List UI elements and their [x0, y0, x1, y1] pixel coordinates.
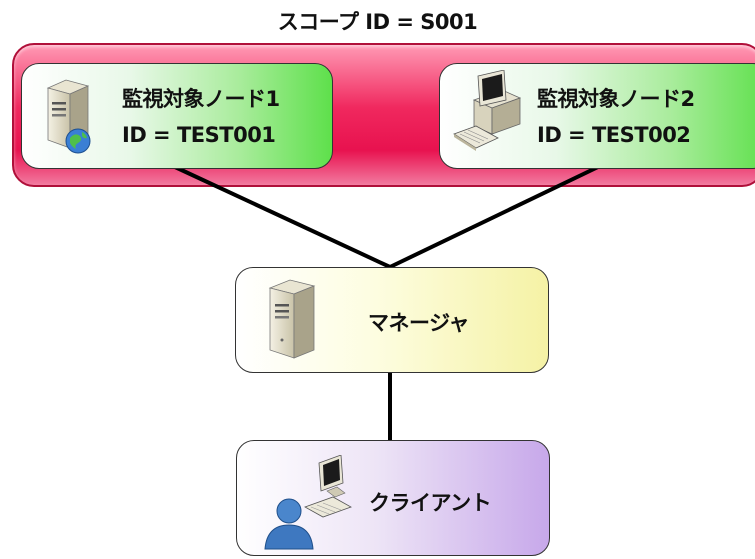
client-box[interactable]: クライアント [236, 440, 550, 556]
link-node1-manager [174, 165, 391, 269]
client-label: クライアント [369, 491, 492, 515]
desktop-pc-icon [453, 70, 522, 151]
node1-name: 監視対象ノード1 [122, 87, 280, 111]
scope-title: スコープ ID = S001 [277, 10, 478, 34]
node1-id: ID = TEST001 [122, 123, 276, 147]
link-node2-manager [389, 165, 599, 269]
node2-id: ID = TEST002 [537, 123, 691, 147]
monitored-node-1[interactable]: 監視対象ノード1 ID = TEST001 [21, 63, 333, 169]
server-icon [268, 279, 316, 359]
server-globe-icon [46, 79, 91, 154]
monitored-node-2[interactable]: 監視対象ノード2 ID = TEST002 [439, 63, 755, 169]
node2-name: 監視対象ノード2 [537, 87, 695, 111]
user-computer-icon [264, 455, 352, 550]
manager-box[interactable]: マネージャ [235, 267, 549, 373]
manager-label: マネージャ [368, 311, 470, 335]
